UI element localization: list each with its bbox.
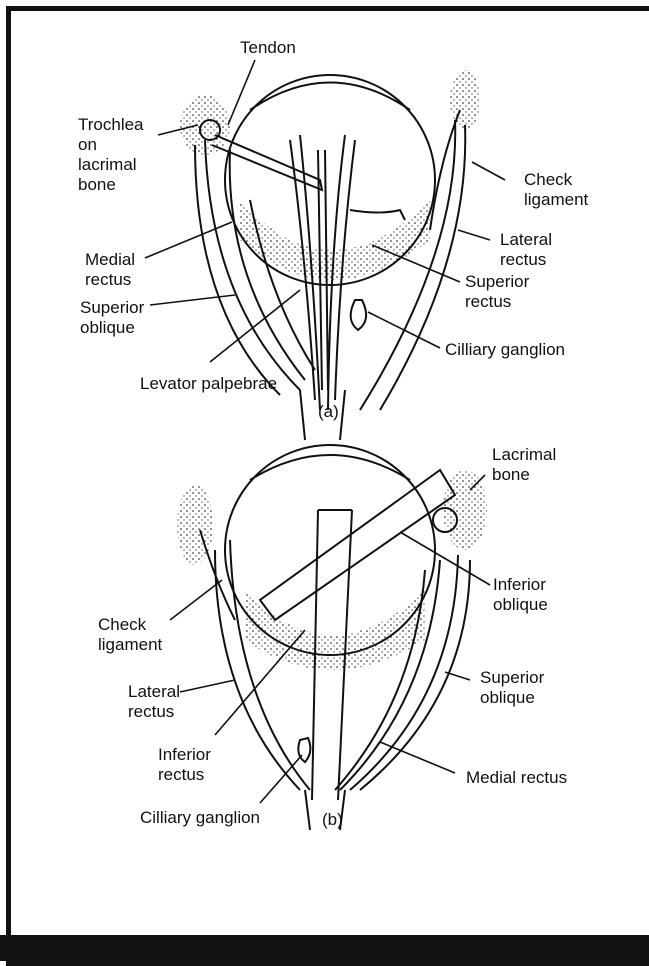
cornea-b <box>250 455 410 480</box>
eyeball-shading-b <box>245 590 425 670</box>
label-trochlea: Trochlea on lacrimal bone <box>78 115 144 195</box>
label-check-ligament-b: Check ligament <box>98 615 162 655</box>
label-medial-rectus-a: Medial rectus <box>85 250 135 290</box>
label-ciliary-ganglion-b: Cilliary ganglion <box>140 808 260 828</box>
label-inferior-rectus-b: Inferior rectus <box>158 745 211 785</box>
label-check-ligament-a: Check ligament <box>524 170 588 210</box>
label-ciliary-ganglion-a: Cilliary ganglion <box>445 340 565 360</box>
label-tendon: Tendon <box>240 38 296 58</box>
label-superior-oblique-a: Superior oblique <box>80 298 144 338</box>
ganglion-b <box>298 738 310 762</box>
figure-b-drawing <box>170 445 490 830</box>
label-lacrimal-bone-b: Lacrimal bone <box>492 445 556 485</box>
label-inferior-oblique-b: Inferior oblique <box>493 575 548 615</box>
caption-a: (a) <box>318 402 339 422</box>
label-lateral-rectus-a: Lateral rectus <box>500 230 552 270</box>
nerve-branch-a <box>350 210 405 220</box>
label-superior-rectus-a: Superior rectus <box>465 272 529 312</box>
label-superior-oblique-b: Superior oblique <box>480 668 544 708</box>
cornea-a <box>250 83 410 111</box>
inferior-oblique-b <box>260 470 455 620</box>
label-levator-palpebrae: Levator palpebrae <box>140 374 277 394</box>
label-lateral-rectus-b: Lateral rectus <box>128 682 180 722</box>
label-medial-rectus-b: Medial rectus <box>466 768 567 788</box>
ganglion-a <box>351 300 367 330</box>
caption-b: (b) <box>322 810 343 830</box>
